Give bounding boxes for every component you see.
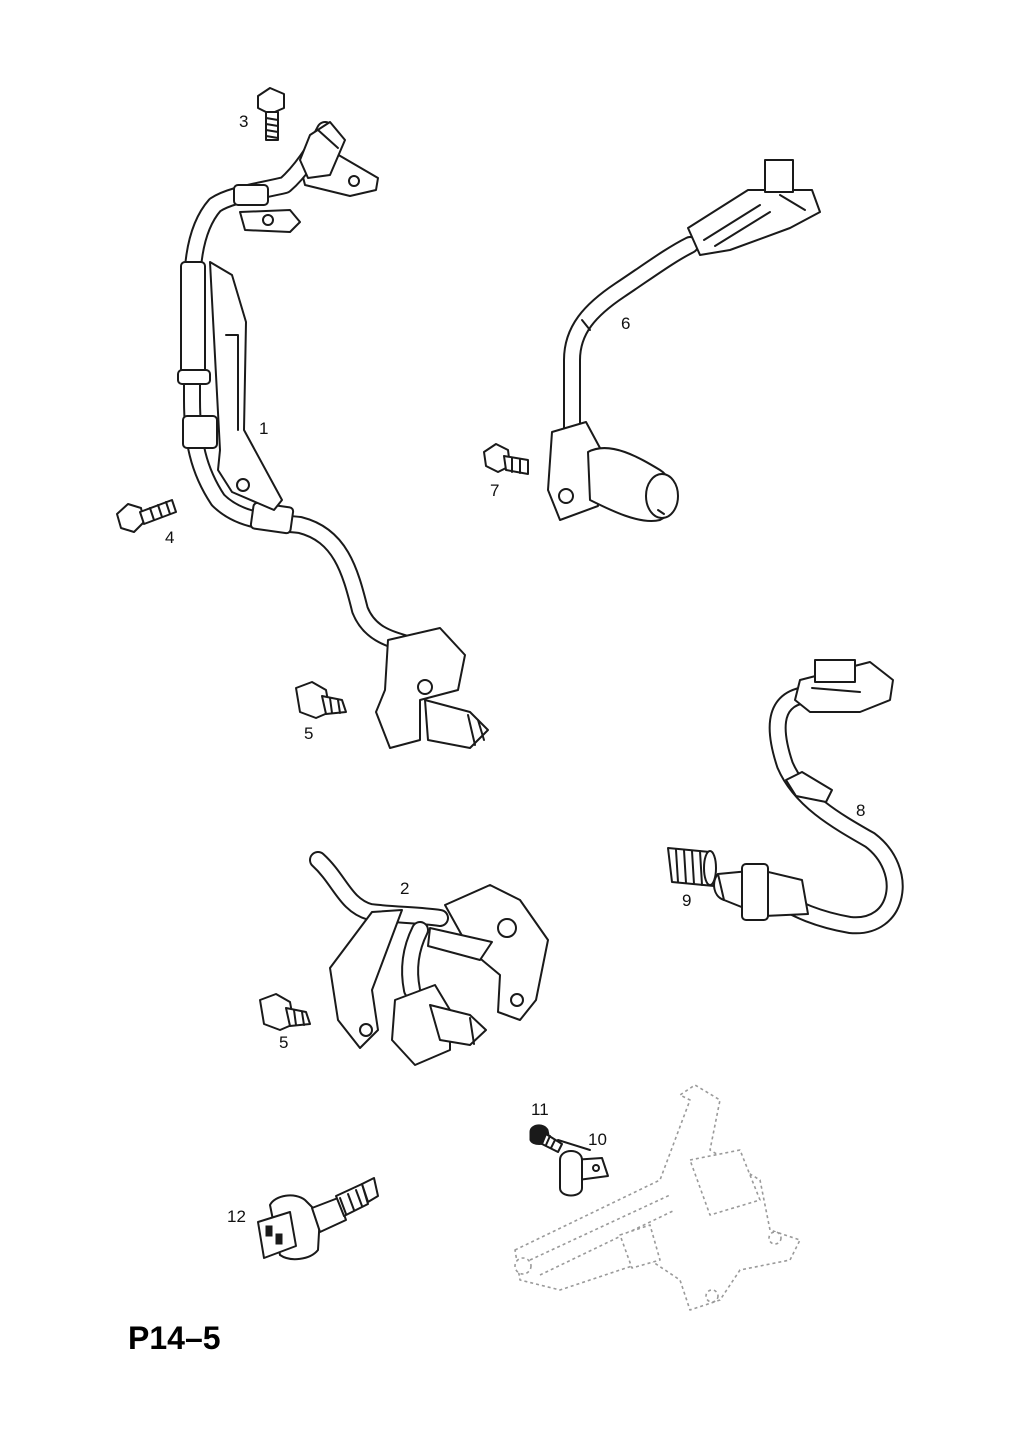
part-7-bolt [483, 443, 529, 475]
callout-12: 12 [227, 1207, 246, 1226]
callout-11: 11 [531, 1100, 549, 1119]
part-10-clip [559, 1150, 609, 1197]
part-1-sensor-harness [177, 121, 489, 749]
part-5-bolt-lower [259, 993, 311, 1031]
callout-5-upper: 5 [304, 724, 314, 743]
part-3-bolt [257, 87, 285, 141]
part-4-bolt [116, 499, 177, 533]
callout-8: 8 [856, 801, 866, 820]
ghost-reference-assembly [514, 1084, 801, 1311]
part-8-sensor-cable [713, 659, 904, 935]
callout-5-lower: 5 [279, 1033, 289, 1052]
callout-1: 1 [259, 419, 269, 438]
callout-10: 10 [588, 1130, 607, 1149]
callout-4: 4 [165, 528, 175, 547]
part-5-bolt-upper [295, 681, 347, 719]
part-2-sensor-bracket [309, 851, 549, 1066]
callout-9: 9 [682, 891, 692, 910]
callout-leaders [557, 1139, 591, 1151]
callout-2: 2 [400, 879, 410, 898]
part-9-seal [667, 847, 717, 887]
callout-7: 7 [490, 481, 500, 500]
part-12-switch [257, 1177, 379, 1261]
part-11-screw [529, 1124, 563, 1153]
callout-6: 6 [621, 314, 631, 333]
page-code: P14–5 [128, 1320, 221, 1356]
part-6-rear-sensor [547, 159, 821, 522]
callout-3: 3 [239, 112, 249, 131]
